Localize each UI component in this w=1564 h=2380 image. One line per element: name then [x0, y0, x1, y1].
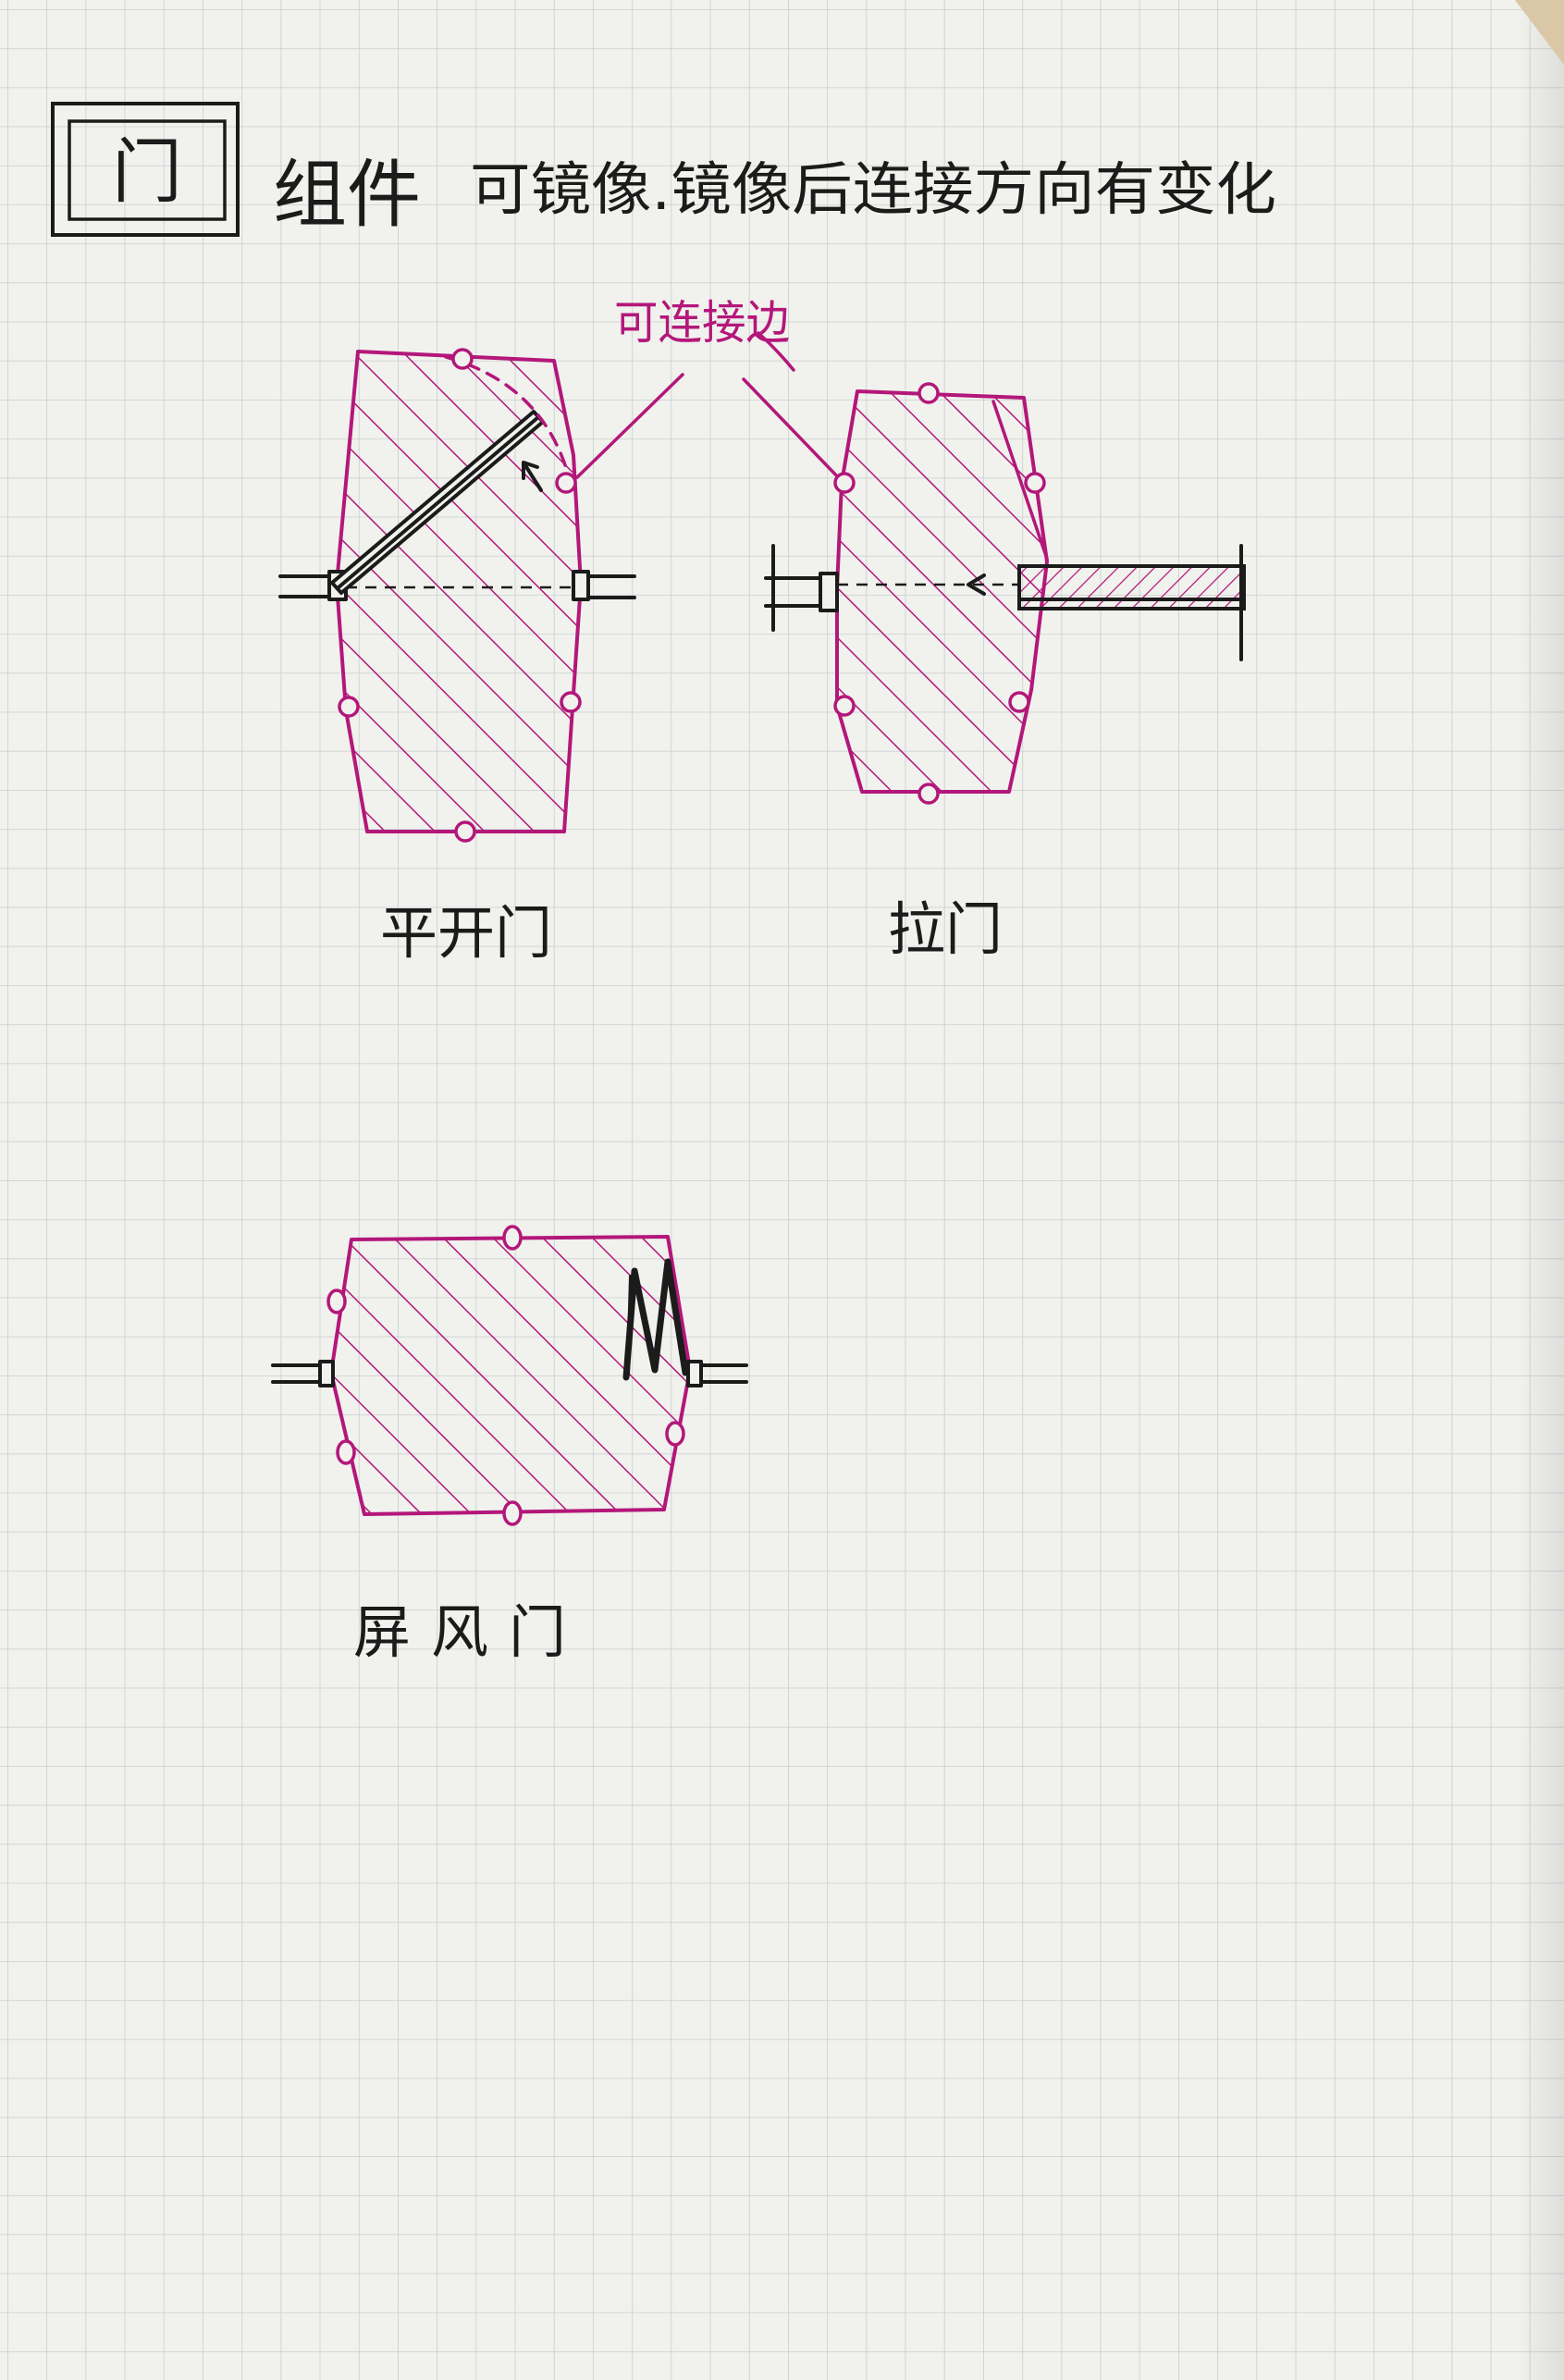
right-wall-end: [572, 570, 590, 601]
door-label: 拉门: [888, 895, 1003, 963]
connection-point: [338, 696, 360, 718]
page-corner-background: [1515, 0, 1564, 65]
annotation-hook: [757, 331, 795, 372]
connection-point: [917, 783, 940, 805]
connection-point: [326, 1289, 347, 1314]
title-box-label: 门: [112, 130, 182, 213]
right-wall-end: [686, 1360, 703, 1387]
folding-panel-edge: [626, 1275, 633, 1376]
annotation-label: 可连接边: [614, 296, 790, 350]
connectable-edge-annotation: 可连接边: [575, 296, 844, 483]
annotation-leader-right: [742, 377, 844, 483]
connection-point: [833, 695, 856, 717]
door-leaf-inner-line: [337, 415, 540, 589]
title-box-outer: [51, 102, 240, 237]
connection-point: [1008, 691, 1030, 713]
sliding-panel: [1017, 564, 1246, 610]
connection-point: [502, 1225, 523, 1251]
connection-point: [451, 348, 474, 370]
connection-point: [917, 382, 940, 404]
swing-arrow: [522, 461, 543, 492]
connection-point: [560, 691, 582, 713]
door-footprint-hatched: [835, 389, 1049, 794]
slide-direction-arrow: [967, 573, 986, 596]
door-footprint-hatched: [335, 350, 583, 833]
category-label: 组件: [273, 152, 421, 238]
left-wall-end: [318, 1360, 335, 1387]
left-wall-end: [819, 572, 839, 612]
mirror-note: 可镜像.镜像后连接方向有变化: [470, 155, 1276, 223]
connection-point: [555, 472, 577, 494]
page-edge-shadow: [1517, 0, 1564, 2380]
connection-point: [1024, 472, 1046, 494]
connection-point: [833, 472, 856, 494]
header: 门 组件 可镜像.镜像后连接方向有变化: [51, 102, 1276, 238]
door-footprint-edge: [991, 400, 1049, 561]
title-box-inner: [68, 119, 227, 221]
door-label: 屏风门: [353, 1598, 586, 1666]
connection-point: [665, 1421, 685, 1447]
annotation-leader-left: [575, 373, 684, 479]
connection-point: [336, 1439, 356, 1465]
sliding-door-diagram: 拉门: [764, 382, 1246, 963]
connection-point: [502, 1500, 523, 1526]
folding-screen-door-diagram: 屏风门: [271, 1225, 748, 1666]
connection-point: [454, 820, 476, 843]
swing-door-diagram: 平开门: [278, 348, 636, 967]
door-label: 平开门: [380, 899, 552, 967]
